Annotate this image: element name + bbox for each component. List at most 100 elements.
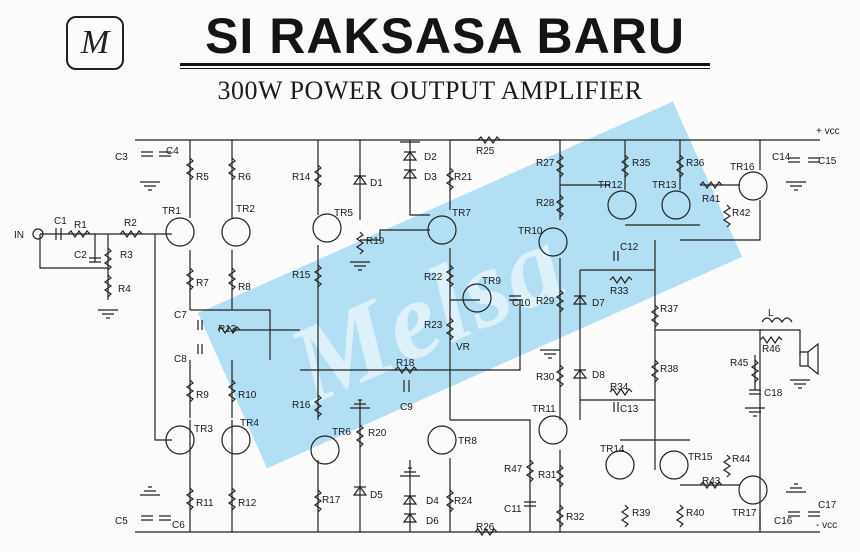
label-c13: C13 xyxy=(620,404,639,415)
inductor-icon xyxy=(761,317,793,324)
label-r42: R42 xyxy=(732,208,751,219)
label-r32: R32 xyxy=(566,512,585,523)
label-c5: C5 xyxy=(115,516,128,527)
label-r17: R17 xyxy=(322,495,341,506)
input-jack-icon xyxy=(32,228,44,240)
label-r14: R14 xyxy=(292,172,311,183)
label-r10: R10 xyxy=(238,390,257,401)
label-r20: R20 xyxy=(368,428,387,439)
label-r27: R27 xyxy=(536,158,555,169)
label-r26: R26 xyxy=(476,522,495,533)
label-d6: D6 xyxy=(426,516,439,527)
label-tr9: TR9 xyxy=(482,276,501,287)
ground-symbols xyxy=(98,141,810,496)
label-d4: D4 xyxy=(426,496,439,507)
label-c4: C4 xyxy=(166,146,179,157)
label-r4: R4 xyxy=(118,284,131,295)
label-tr10: TR10 xyxy=(518,226,543,237)
label-d8: D8 xyxy=(592,370,605,381)
label-c10: C10 xyxy=(512,298,531,309)
label-r2: R2 xyxy=(124,218,137,229)
label-r31: R31 xyxy=(538,470,557,481)
label-d7: D7 xyxy=(592,298,605,309)
label-c3: C3 xyxy=(115,152,128,163)
label-c9: C9 xyxy=(400,402,413,413)
label-r47: R47 xyxy=(504,464,523,475)
label-tr3: TR3 xyxy=(194,424,213,435)
label-c14: C14 xyxy=(772,152,791,163)
label-r37: R37 xyxy=(660,304,679,315)
label-r43: R43 xyxy=(702,476,721,487)
label-r44: R44 xyxy=(732,454,751,465)
label-r24: R24 xyxy=(454,496,473,507)
label-r16: R16 xyxy=(292,400,311,411)
label-tr14: TR14 xyxy=(600,444,625,455)
label-r22: R22 xyxy=(424,272,443,283)
label-r33: R33 xyxy=(610,286,629,297)
label-r13: R13 xyxy=(218,324,237,335)
label-r12: R12 xyxy=(238,498,257,509)
label-tr6: TR6 xyxy=(332,427,351,438)
supply-neg-label: - vcc xyxy=(816,520,837,531)
label-tr15: TR15 xyxy=(688,452,713,463)
label-vr: VR xyxy=(456,342,470,353)
logo-letter: M xyxy=(80,24,110,61)
wires xyxy=(39,139,820,533)
component-labels: IN + vcc - vcc C1 R1 R2 C2 R3 R4 C3 C4 C… xyxy=(14,126,840,533)
label-r19: R19 xyxy=(366,236,385,247)
label-c16: C16 xyxy=(774,516,793,527)
label-r30: R30 xyxy=(536,372,555,383)
label-r41: R41 xyxy=(702,194,721,205)
label-r15: R15 xyxy=(292,270,311,281)
label-r39: R39 xyxy=(632,508,651,519)
label-r21: R21 xyxy=(454,172,473,183)
label-c2: C2 xyxy=(74,250,87,261)
title-underline-thin xyxy=(180,68,710,69)
label-c11: C11 xyxy=(504,504,522,515)
label-r5: R5 xyxy=(196,172,209,183)
label-r1: R1 xyxy=(74,220,87,231)
label-r7: R7 xyxy=(196,278,209,289)
label-c18: C18 xyxy=(764,388,783,399)
page-subtitle: 300W POWER OUTPUT AMPLIFIER xyxy=(217,76,643,105)
label-tr17: TR17 xyxy=(732,508,757,519)
label-c12: C12 xyxy=(620,242,639,253)
capacitors xyxy=(55,151,820,521)
speaker-icon xyxy=(799,342,819,376)
label-r46: R46 xyxy=(762,344,781,355)
label-tr16: TR16 xyxy=(730,162,755,173)
label-r45: R45 xyxy=(730,358,749,369)
label-r18: R18 xyxy=(396,358,415,369)
diodes xyxy=(352,151,588,523)
label-tr1: TR1 xyxy=(162,206,181,217)
page-title: SI RAKSASA BARU xyxy=(205,8,685,64)
label-tr11: TR11 xyxy=(532,404,556,415)
label-d3: D3 xyxy=(424,172,437,183)
supply-pos-label: + vcc xyxy=(816,126,840,137)
label-r11: R11 xyxy=(196,498,214,509)
label-r40: R40 xyxy=(686,508,705,519)
label-d5: D5 xyxy=(370,490,383,501)
label-c15: C15 xyxy=(818,156,837,167)
title-underline xyxy=(180,63,710,66)
label-c1: C1 xyxy=(54,216,67,227)
label-d2: D2 xyxy=(424,152,437,163)
label-r29: R29 xyxy=(536,296,555,307)
label-tr5: TR5 xyxy=(334,208,353,219)
label-r23: R23 xyxy=(424,320,443,331)
label-tr7: TR7 xyxy=(452,208,471,219)
label-r35: R35 xyxy=(632,158,651,169)
logo: M xyxy=(66,16,124,70)
label-tr8: TR8 xyxy=(458,436,477,447)
label-r28: R28 xyxy=(536,198,555,209)
resistors xyxy=(67,135,783,537)
label-tr12: TR12 xyxy=(598,180,623,191)
label-c6: C6 xyxy=(172,520,185,531)
label-r3: R3 xyxy=(120,250,133,261)
label-r6: R6 xyxy=(238,172,251,183)
label-d1: D1 xyxy=(370,178,383,189)
label-r38: R38 xyxy=(660,364,679,375)
label-r25: R25 xyxy=(476,146,495,157)
input-label: IN xyxy=(14,230,24,241)
